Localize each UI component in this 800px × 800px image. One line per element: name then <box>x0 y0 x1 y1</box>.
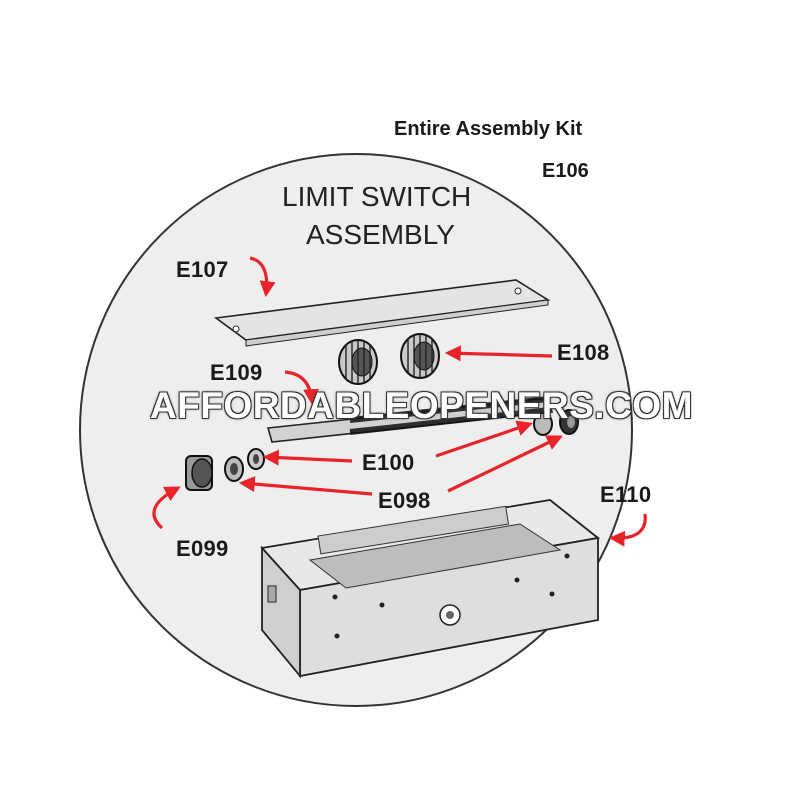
left-nut <box>224 456 244 482</box>
limit-gear-left <box>338 339 378 385</box>
left-bushing <box>247 448 265 470</box>
threaded-shaft <box>266 396 554 443</box>
switch-housing <box>260 499 601 679</box>
arrow-e100-left <box>262 449 353 466</box>
label-e110: E110 <box>600 482 652 507</box>
arrow-e110 <box>608 513 647 547</box>
label-e108: E108 <box>557 340 610 365</box>
assembly-title-line1: LIMIT SWITCH <box>282 181 472 212</box>
right-nut <box>533 409 579 436</box>
kit-part-number: E106 <box>542 160 589 182</box>
label-e099: E099 <box>176 536 229 561</box>
label-e098: E098 <box>378 488 431 513</box>
watermark: AFFORDABLEOPENERS.COM <box>150 385 693 426</box>
label-e100: E100 <box>362 450 415 475</box>
arrow-e099 <box>152 486 181 530</box>
arrow-e108 <box>444 345 553 362</box>
label-e107: E107 <box>176 257 229 282</box>
arrow-e100-right <box>435 420 534 458</box>
arrow-e098-right <box>447 435 563 493</box>
arrow-e098-left <box>238 476 373 496</box>
arrow-e107 <box>249 256 276 298</box>
kit-title: Entire Assembly Kit <box>394 118 583 140</box>
arrow-e109 <box>284 370 320 406</box>
label-e109: E109 <box>210 360 263 385</box>
left-bearing <box>185 455 213 491</box>
limit-gear-right <box>400 333 440 379</box>
callout-arrows <box>152 256 647 547</box>
cover-plate <box>213 279 551 347</box>
assembly-title-line2: ASSEMBLY <box>306 219 455 250</box>
